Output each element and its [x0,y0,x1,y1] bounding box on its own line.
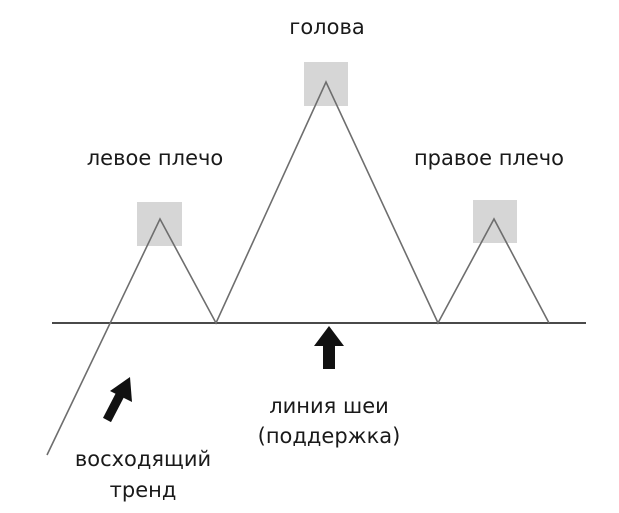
right-shoulder-label: правое плечо [413,146,565,170]
left-shoulder-label: левое плечо [86,146,224,170]
arrow-up-icon [314,326,344,369]
arrow-up-right-icon [103,377,132,423]
trend-label-line1: восходящий [74,447,212,471]
head-label: голова [289,15,365,39]
price-path [46,80,550,456]
neckline-label-line1: линия шеи [269,394,389,418]
trend-label-line2: тренд [109,478,177,502]
left-shoulder-peak-marker [137,202,182,246]
head-peak-marker [304,62,348,106]
neckline-label-line2: (поддержка) [257,424,401,448]
